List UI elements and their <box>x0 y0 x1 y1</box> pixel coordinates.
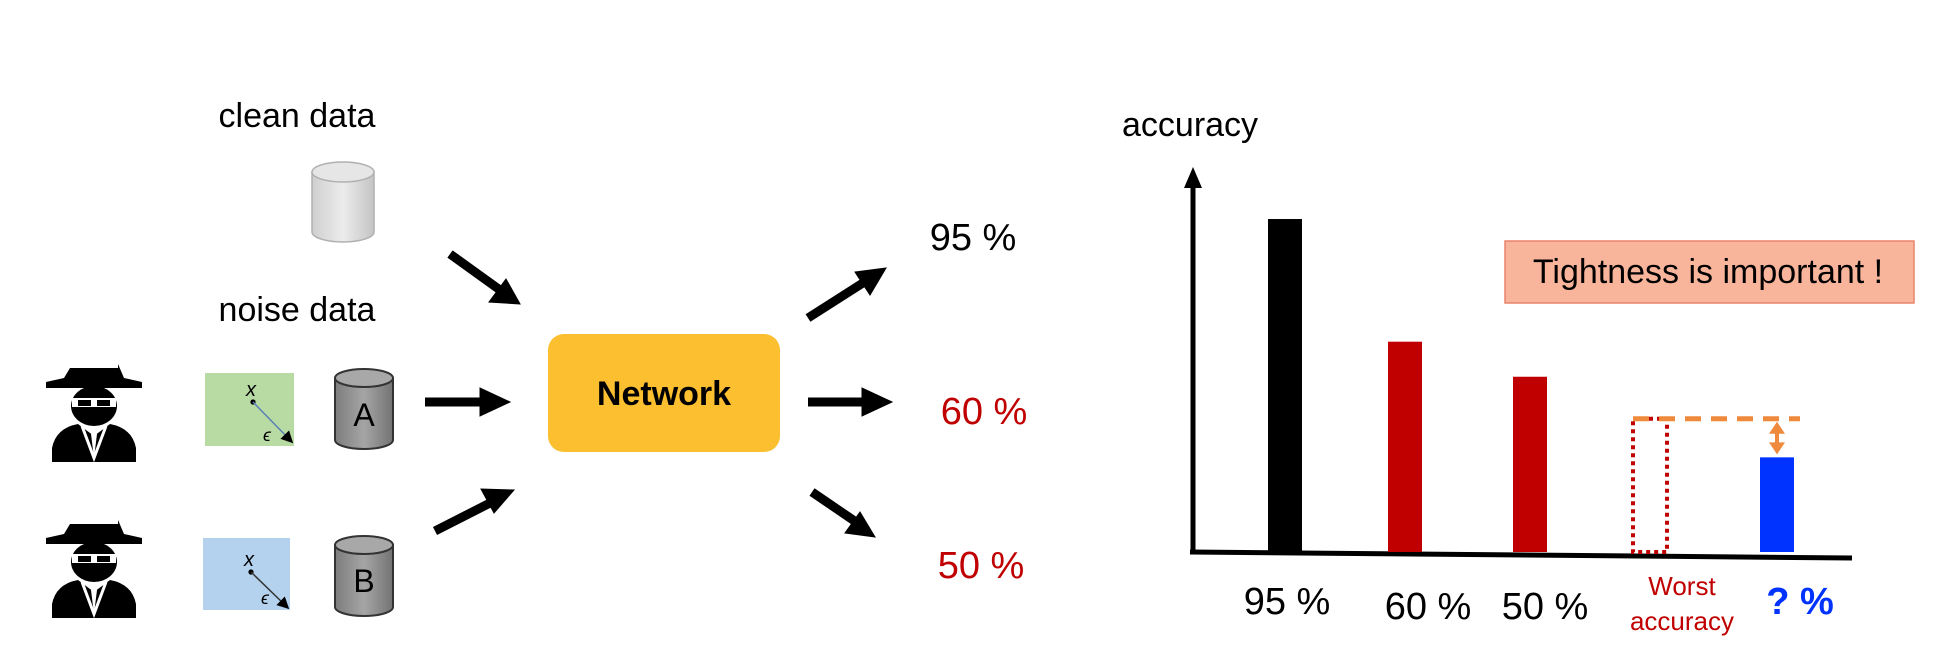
input-arrows <box>425 250 521 536</box>
output-95: 95 % <box>930 217 1017 259</box>
arrow-icon <box>432 488 516 536</box>
output-60: 60 % <box>941 391 1028 433</box>
x-symbol: x <box>243 549 255 571</box>
bar-unknown <box>1760 457 1794 552</box>
tick-label-60: 60 % <box>1385 586 1472 628</box>
gap-double-arrow-icon <box>1769 421 1785 455</box>
tick-label-worst-line1: Worst <box>1648 571 1716 601</box>
epsilon-symbol: ϵ <box>263 425 272 445</box>
output-50: 50 % <box>938 545 1025 587</box>
attacker-icon <box>46 364 142 463</box>
tick-label-unknown: ? % <box>1766 581 1834 623</box>
dataset-a-label: A <box>353 397 375 433</box>
clean-data-label: clean data <box>219 97 376 135</box>
bar-60 <box>1388 341 1422 552</box>
noise-data-label: noise data <box>219 291 376 329</box>
dataset-a-icon: A <box>334 368 394 450</box>
chart-axes <box>1184 167 1853 561</box>
tick-label-50: 50 % <box>1502 586 1589 628</box>
arrow-icon <box>447 250 521 305</box>
bar-worst-accuracy <box>1631 416 1669 554</box>
attacker-icon <box>46 520 142 619</box>
tightness-callout-text: Tightness is important ! <box>1533 253 1883 291</box>
bar-95 <box>1268 219 1302 552</box>
tick-label-95: 95 % <box>1244 581 1331 623</box>
network-label: Network <box>597 375 731 413</box>
perturbation-card-blue: x ϵ <box>203 538 290 610</box>
tick-label-worst-line2: accuracy <box>1630 606 1734 636</box>
bar-50 <box>1513 376 1547 552</box>
network-box <box>548 334 780 452</box>
chart-bars <box>1268 219 1794 554</box>
tightness-gap-indicator <box>1633 416 1800 455</box>
arrow-icon <box>805 267 887 322</box>
tightness-callout-box <box>1504 240 1915 304</box>
dataset-b-label: B <box>353 563 374 599</box>
epsilon-symbol: ϵ <box>261 588 270 608</box>
output-arrows <box>805 267 894 538</box>
perturbation-card-green: x ϵ <box>205 373 294 446</box>
arrow-icon <box>808 387 894 417</box>
y-axis-label: accuracy <box>1122 106 1258 144</box>
arrow-icon <box>425 387 512 417</box>
dataset-b-icon: B <box>334 535 394 617</box>
arrow-icon <box>809 488 876 538</box>
clean-dataset-icon <box>311 161 375 243</box>
x-symbol: x <box>245 379 257 401</box>
